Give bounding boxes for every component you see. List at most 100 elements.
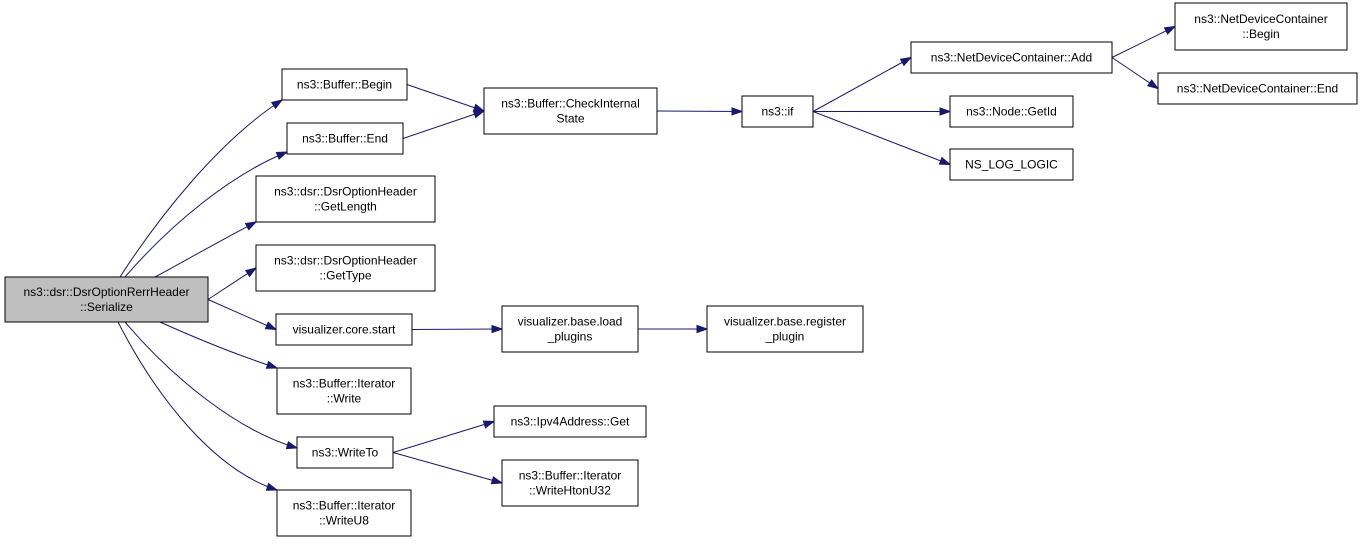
node-writehtonu32[interactable]: ns3::Buffer::Iterator::WriteHtonU32 [501, 459, 639, 507]
node-label-line: ::GetLength [314, 200, 377, 214]
node-label-line: ns3::Node::GetId [966, 105, 1057, 119]
edge-line [411, 328, 503, 330]
arrowhead-icon [275, 151, 289, 160]
arrowhead-icon [265, 360, 279, 369]
node-ns-log-logic[interactable]: NS_LOG_LOGIC [949, 148, 1074, 181]
node-label-line: ns3::WriteTo [312, 446, 379, 460]
edge-line [124, 151, 288, 278]
node-label-line: _plugins [547, 330, 593, 344]
node-box [910, 41, 1113, 74]
node-label-line: ns3::NetDeviceContainer [1194, 12, 1327, 26]
node-box [949, 95, 1074, 128]
node-root[interactable]: ns3::dsr::DsrOptionRerrHeader::Serialize [4, 276, 209, 323]
edge-line [392, 421, 495, 453]
node-viz-start[interactable]: visualizer.core.start [275, 313, 413, 346]
node-label-line: ns3::if [761, 105, 794, 119]
edge-root-to-viz-start [207, 299, 278, 331]
edge-line [119, 99, 283, 278]
edge-root-to-buf-begin [119, 99, 284, 278]
node-load-plugins[interactable]: visualizer.base.load_plugins [501, 305, 639, 353]
node-if[interactable]: ns3::if [741, 95, 814, 128]
node-ndc-add[interactable]: ns3::NetDeviceContainer::Add [910, 41, 1113, 74]
edge-line [207, 299, 277, 330]
edge-root-to-getlength [154, 221, 258, 278]
node-box [706, 305, 864, 353]
edge-line [656, 110, 743, 112]
node-box [501, 305, 639, 353]
node-label-line: ::GetType [319, 269, 371, 283]
node-box [276, 367, 412, 415]
edge-line [402, 110, 485, 139]
arrowhead-icon [270, 99, 284, 110]
node-label-line: ns3::NetDeviceContainer::End [1177, 82, 1338, 96]
node-label-line: ns3::Buffer::Iterator [293, 377, 396, 391]
arrowhead-icon [731, 107, 744, 116]
edge-writeto-to-ipv4-get [392, 420, 496, 453]
node-label-line: ns3::Buffer::Iterator [293, 499, 396, 513]
node-box [741, 95, 814, 128]
edge-root-to-buf-end [124, 151, 289, 278]
edge-line [117, 321, 278, 491]
node-gettype[interactable]: ns3::dsr::DsrOptionHeader::GetType [255, 244, 436, 292]
node-box [949, 148, 1074, 181]
node-label-line: ::Write [327, 392, 362, 406]
arrowhead-icon [244, 221, 258, 231]
edge-viz-start-to-load-plugins [411, 324, 504, 334]
edge-line [124, 321, 298, 449]
arrowhead-icon [939, 107, 952, 116]
node-buf-begin[interactable]: ns3::Buffer::Begin [281, 68, 408, 101]
arrowhead-icon [490, 476, 504, 485]
edge-line [154, 221, 257, 278]
edge-line [812, 57, 912, 112]
node-iter-write[interactable]: ns3::Buffer::Iterator::Write [276, 367, 412, 415]
arrowhead-icon [244, 267, 258, 278]
edge-buf-begin-to-checkinternal [406, 84, 486, 112]
node-box [281, 68, 408, 101]
edge-line [159, 321, 278, 369]
node-iter-writeu8[interactable]: ns3::Buffer::Iterator::WriteU8 [276, 489, 412, 537]
edge-root-to-gettype [207, 267, 258, 300]
arrowhead-icon [482, 420, 496, 429]
edge-if-to-node-getid [813, 107, 952, 116]
edge-line [812, 111, 951, 165]
arrowhead-icon [285, 441, 299, 450]
arrowhead-icon [696, 324, 709, 334]
node-getlength[interactable]: ns3::dsr::DsrOptionHeader::GetLength [255, 175, 436, 223]
node-ndc-end[interactable]: ns3::NetDeviceContainer::End [1157, 72, 1358, 105]
node-register-plugin[interactable]: visualizer.base.register_plugin [706, 305, 864, 353]
node-label-line: State [556, 112, 584, 126]
edges-layer [117, 25, 1177, 491]
node-label-line: ::Begin [1242, 27, 1279, 41]
arrowhead-icon [264, 321, 278, 331]
nodes-layer: ns3::dsr::DsrOptionRerrHeader::Serialize… [4, 2, 1358, 537]
node-node-getid[interactable]: ns3::Node::GetId [949, 95, 1074, 128]
node-label-line: ns3::Buffer::Iterator [519, 469, 622, 483]
node-box [255, 244, 436, 292]
arrowhead-icon [265, 482, 279, 491]
node-label-line: visualizer.base.register [724, 315, 846, 329]
edge-if-to-ns-log-logic [812, 111, 952, 166]
node-ndc-begin[interactable]: ns3::NetDeviceContainer::Begin [1174, 2, 1348, 51]
node-buf-end[interactable]: ns3::Buffer::End [286, 122, 404, 155]
node-label-line: ns3::Ipv4Address::Get [511, 415, 630, 429]
edge-root-to-iter-write [159, 321, 279, 369]
node-label-line: visualizer.core.start [293, 323, 396, 337]
node-label-line: _plugin [765, 330, 805, 344]
arrowhead-icon [472, 103, 486, 112]
edge-line [1111, 26, 1176, 58]
node-box [501, 459, 639, 507]
node-box [483, 87, 658, 135]
edge-line [392, 452, 503, 484]
node-label-line: NS_LOG_LOGIC [965, 158, 1058, 172]
node-ipv4-get[interactable]: ns3::Ipv4Address::Get [493, 405, 647, 438]
node-label-line: ns3::Buffer::CheckInternal [501, 97, 640, 111]
node-label-line: ns3::Buffer::End [302, 132, 388, 146]
edge-ndc-add-to-ndc-begin [1111, 25, 1177, 58]
node-box [4, 276, 209, 323]
node-label-line: ns3::Buffer::Begin [297, 78, 392, 92]
node-writeto[interactable]: ns3::WriteTo [296, 436, 394, 469]
edge-checkinternal-to-if [656, 107, 744, 116]
edge-root-to-iter-writeu8 [117, 321, 279, 491]
